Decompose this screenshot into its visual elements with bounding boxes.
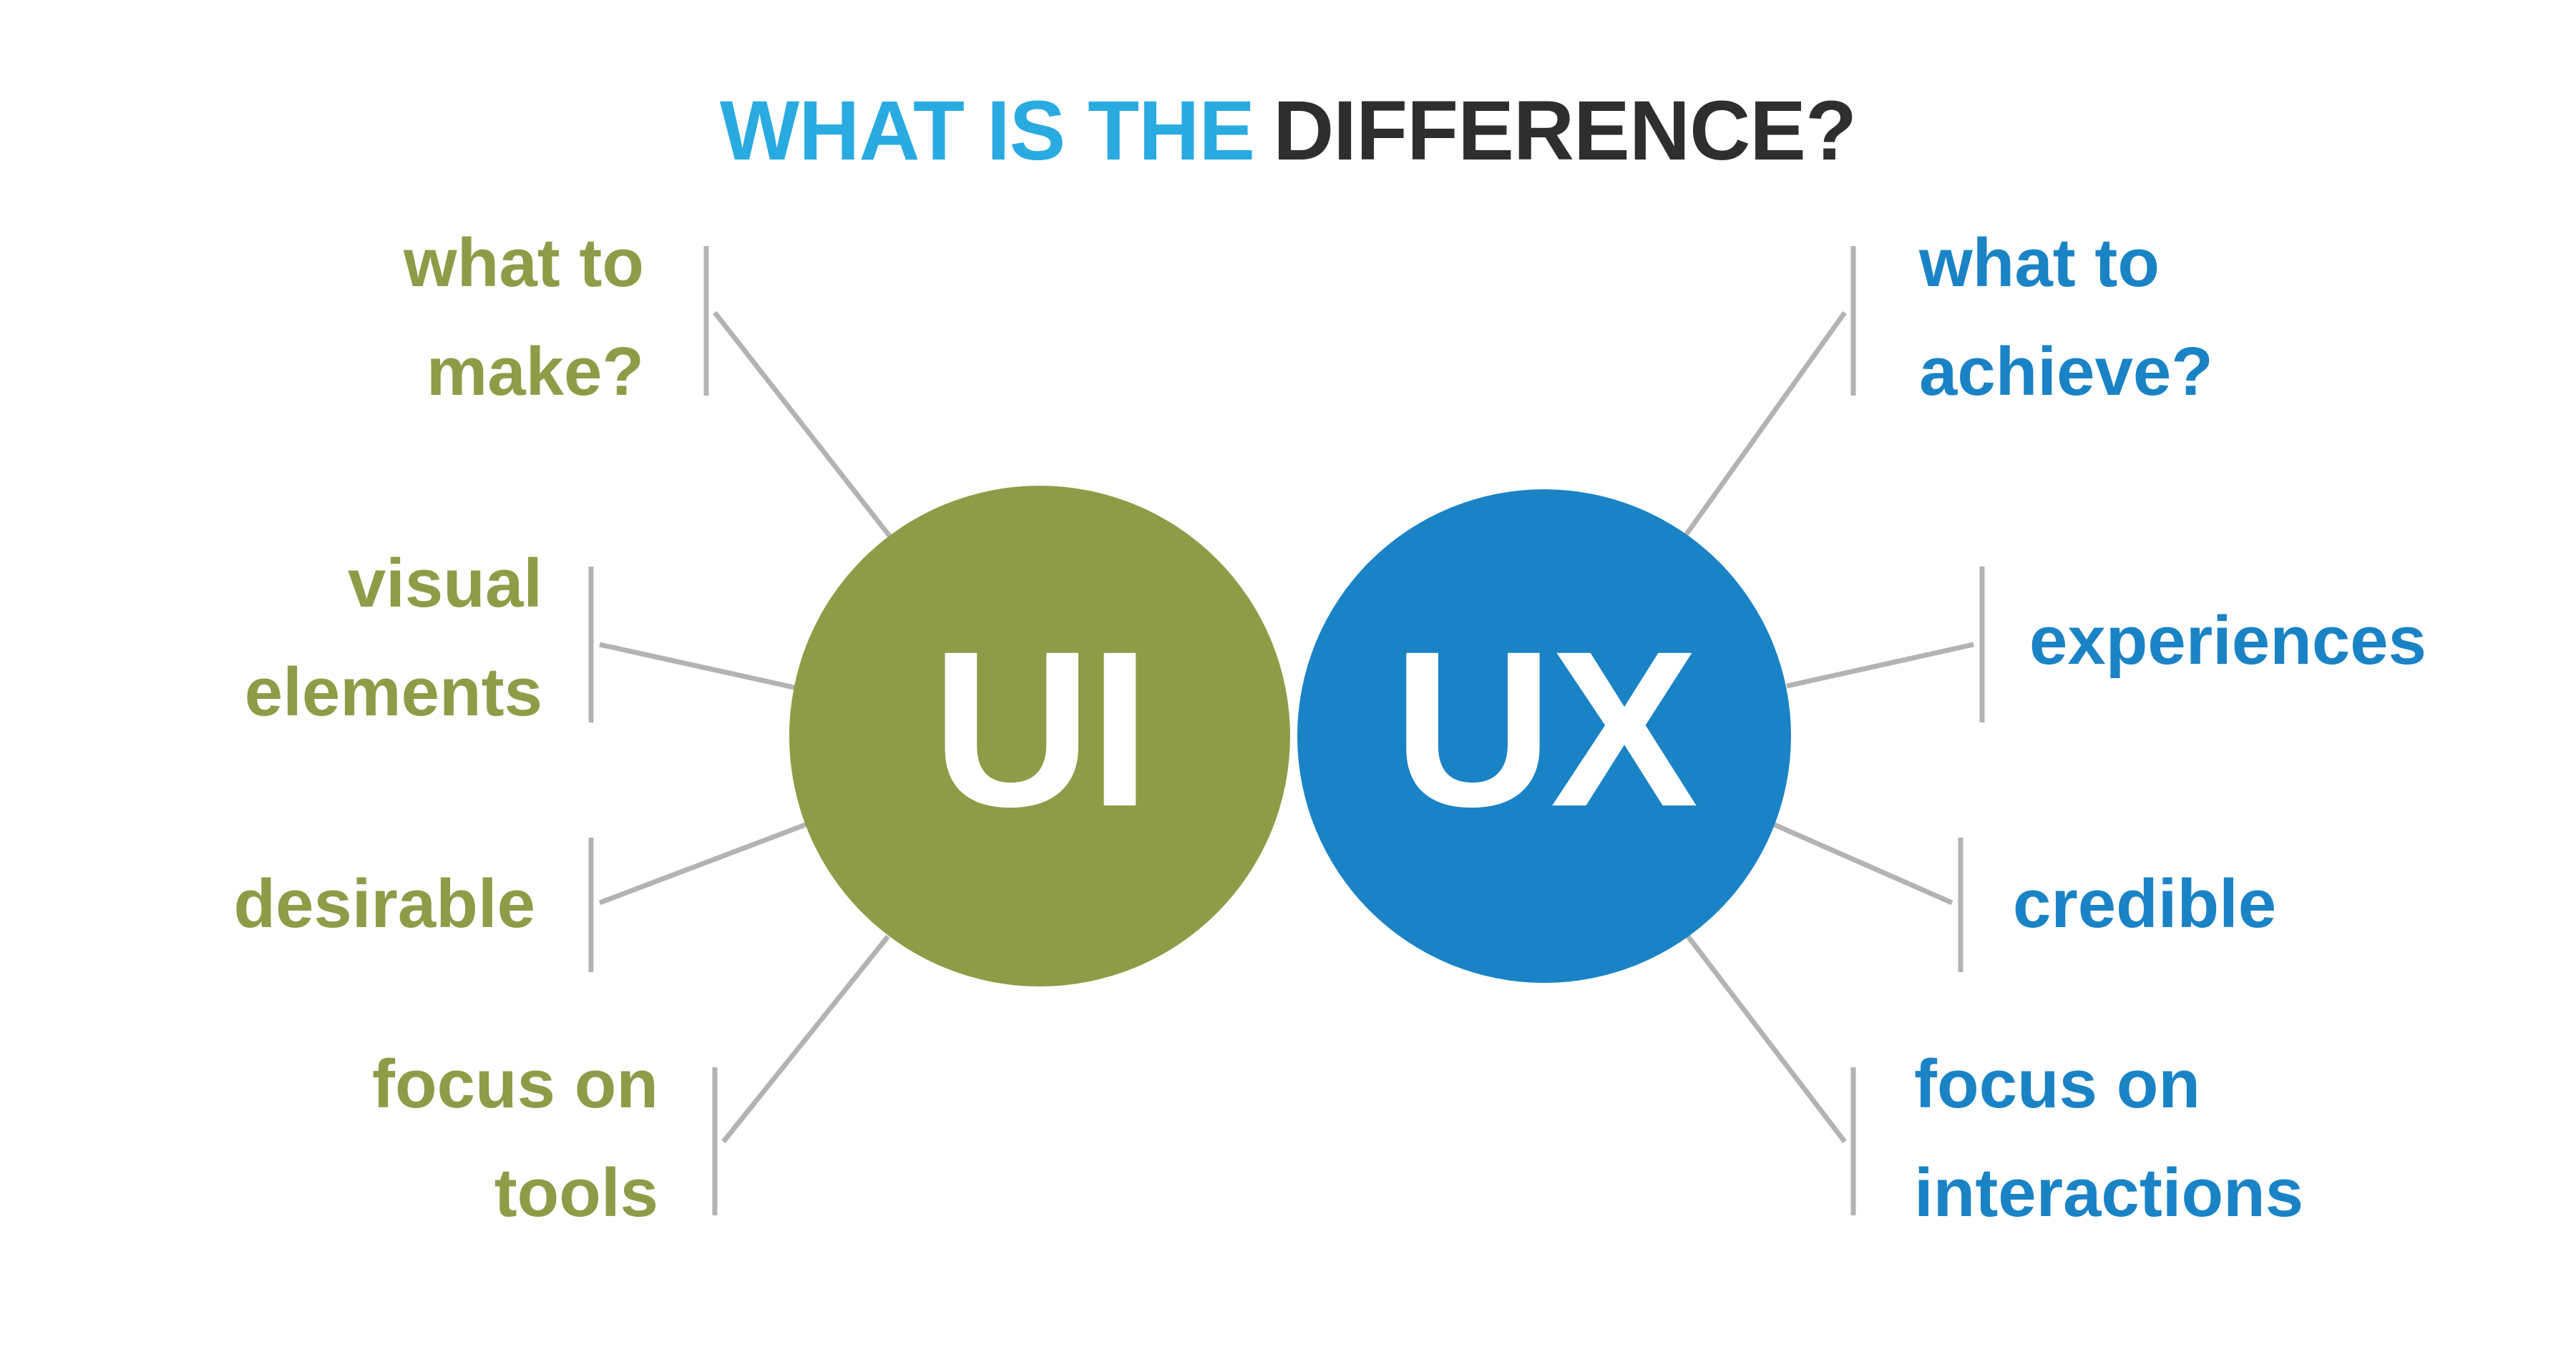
connector-ui-desirable [598,821,809,906]
connector-ui-what-to-make [713,310,892,538]
connector-ui-focus-on-tools [721,934,890,1144]
ux-circle-label: UX [1392,604,1699,853]
title-part-1: WHAT IS THE [719,84,1255,178]
label-ux-credible: credible [2013,866,2277,942]
ui-circle-label: UI [932,604,1151,853]
connector-ui-visual-elements [599,642,795,690]
connector-ux-focus-on-interactions [1686,934,1847,1144]
connector-ux-experiences [1786,642,1974,689]
ux-circle: UX [1297,489,1791,983]
label-ui-what-to-make: what to make? [404,225,644,410]
connector-ux-what-to-achieve [1684,310,1847,537]
label-ui-desirable: desirable [233,866,535,942]
label-ux-what-to-achieve: what to achieve? [1919,225,2213,410]
connector-ux-credible [1773,822,1953,906]
label-ux-focus-on-interactions: focus on interactions [1914,1046,2304,1231]
label-ui-visual-elements: visual elements [244,545,542,730]
ui-circle: UI [789,486,1290,986]
label-ux-experiences: experiences [2029,602,2427,679]
label-ui-focus-on-tools: focus on tools [372,1046,658,1231]
title-part-2: DIFFERENCE? [1273,84,1857,178]
